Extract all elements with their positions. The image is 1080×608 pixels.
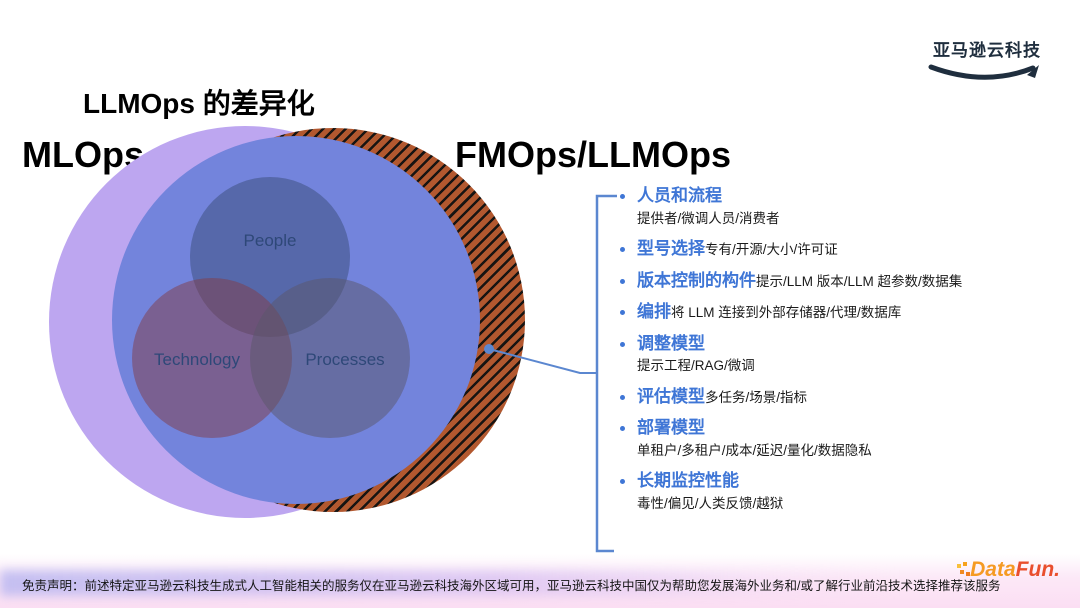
item-subtext: 提供者/微调人员/消费者: [637, 210, 780, 226]
item-heading: 人员和流程: [637, 186, 722, 205]
people-circle-label: People: [243, 231, 297, 250]
feature-list: 人员和流程 提供者/微调人员/消费者 型号选择专有/开源/大小/许可证 版本控制…: [612, 186, 1064, 513]
item-heading: 部署模型: [637, 418, 705, 438]
item-heading: 长期监控性能: [637, 471, 739, 491]
item-heading: 版本控制的构件: [637, 270, 756, 290]
bullet-icon: [620, 341, 625, 347]
footer-glow-stripe: [0, 570, 900, 596]
bullet-icon: [620, 310, 625, 316]
bullet-icon: [620, 479, 625, 485]
list-item: 调整模型 提示工程/RAG/微调: [612, 334, 1064, 376]
bullet-icon: [620, 278, 625, 284]
bullet-icon: [620, 194, 625, 199]
datafun-logo: DataFun.: [957, 558, 1060, 582]
list-item: 部署模型 单租户/多租户/成本/延迟/量化/数据隐私: [612, 418, 1064, 460]
aws-logo: 亚马逊云科技: [912, 36, 1062, 85]
list-item: 版本控制的构件提示/LLM 版本/LLM 超参数/数据集: [612, 271, 1064, 292]
item-heading: 评估模型: [637, 386, 705, 406]
aws-smile-icon: [928, 64, 1039, 80]
list-item: 人员和流程 提供者/微调人员/消费者: [612, 186, 1064, 228]
processes-circle-label: Processes: [305, 350, 385, 369]
bullet-icon: [620, 247, 625, 253]
bullet-icon: [620, 426, 625, 432]
technology-circle-label: Technology: [153, 350, 241, 369]
list-item: 型号选择专有/开源/大小/许可证: [612, 239, 1064, 260]
datafun-pixels-icon: [957, 562, 971, 578]
item-subtext: 毒性/偏见/人类反馈/越狱: [637, 495, 784, 511]
list-item: 评估模型多任务/场景/指标: [612, 387, 1064, 408]
item-heading: 型号选择: [637, 239, 705, 259]
page-title: LLMOps 的差异化: [83, 88, 315, 119]
list-item: 长期监控性能 毒性/偏见/人类反馈/越狱: [612, 471, 1064, 513]
bullet-icon: [620, 394, 625, 400]
item-subtext: 单租户/多租户/成本/延迟/量化/数据隐私: [637, 442, 872, 458]
item-heading: 编排: [637, 302, 671, 322]
processes-circle: [250, 278, 410, 438]
disclaimer-text: 免责声明：前述特定亚马逊云科技生成式人工智能相关的服务仅在亚马逊云科技海外区域可…: [22, 579, 1001, 593]
aws-logo-text: 亚马逊云科技: [933, 41, 1041, 60]
fmops-llmops-label: FMOps/LLMOps: [455, 134, 731, 175]
item-heading: 调整模型: [637, 333, 705, 353]
item-subtext: 提示工程/RAG/微调: [637, 358, 755, 374]
list-item: 编排将 LLM 连接到外部存储器/代理/数据库: [612, 302, 1064, 323]
